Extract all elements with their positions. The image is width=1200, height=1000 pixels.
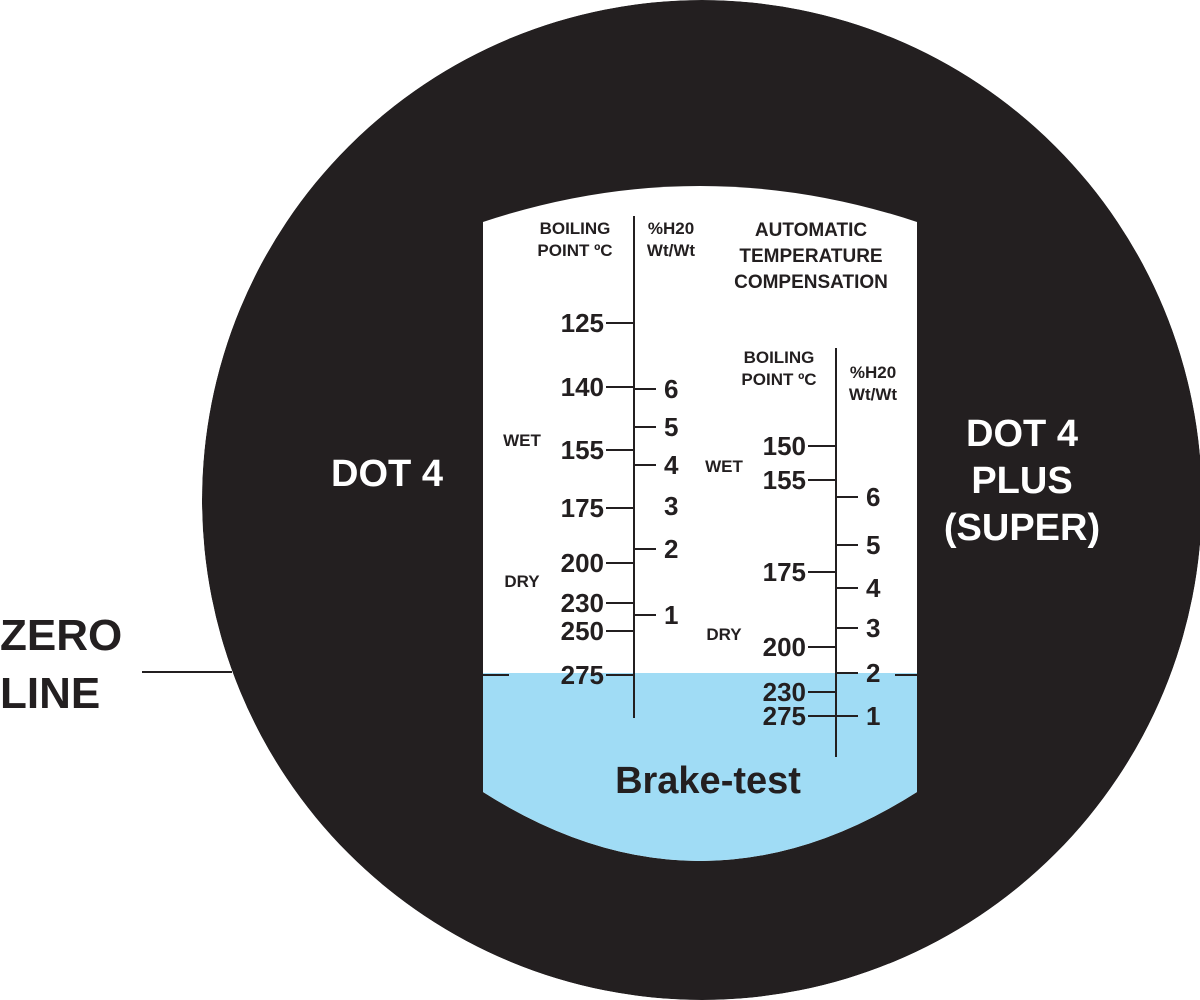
dot4plus-bp-label-150: 150 [763, 431, 806, 461]
dot4-bp-label-230: 230 [561, 588, 604, 618]
dot4-plus-side-label: DOT 4 PLUS (SUPER) [944, 413, 1100, 549]
dot4-h2o-label-4: 4 [664, 450, 679, 480]
dot4-side-label: DOT 4 [331, 453, 443, 495]
dot4-wet-label: WET [503, 431, 541, 450]
dot4-bp-label-275: 275 [561, 660, 604, 690]
dot4-plus-side-label-line-1: DOT 4 [966, 413, 1078, 455]
dot4-h2o-label-2: 2 [664, 534, 678, 564]
dot4-h2o-header-line-2: Wt/Wt [647, 241, 695, 260]
dot4plus-h2o-label-4: 4 [866, 573, 881, 603]
dot4-h2o-label-3: 3 [664, 491, 678, 521]
dot4-h2o-label-5: 5 [664, 412, 678, 442]
dot4plus-h2o-label-1: 1 [866, 701, 880, 731]
atc-note: AUTOMATIC TEMPERATURE COMPENSATION [734, 220, 888, 293]
dot4plus-dry-label: DRY [706, 625, 742, 644]
dot4-bp-label-250: 250 [561, 616, 604, 646]
dot4plus-h2o-label-6: 6 [866, 482, 880, 512]
dot4plus-bp-label-230: 230 [763, 677, 806, 707]
zero-line-label: ZERO LINE [0, 611, 122, 718]
dot4plus-h2o-header-line-2: Wt/Wt [849, 385, 897, 404]
liquid-area [483, 673, 917, 861]
dot4-bp-header-line-2: POINT ºC [537, 241, 612, 260]
dot4-h2o-label-6: 6 [664, 374, 678, 404]
zero-line-label-line-2: LINE [0, 669, 100, 718]
dot4-bp-label-125: 125 [561, 308, 604, 338]
dot4-plus-scale: BOILING POINT ºC %H20 Wt/Wt WET DRY 1501… [705, 348, 897, 757]
dot4plus-h2o-header-line-1: %H20 [850, 363, 896, 382]
dot4-h2o-label-1: 1 [664, 600, 678, 630]
dot4-water-ticks: 6 5 4 3 2 1 [634, 374, 679, 630]
dot4-scale: BOILING POINT ºC %H20 Wt/Wt WET DRY 1251… [503, 216, 695, 718]
dot4plus-h2o-label-2: 2 [866, 658, 880, 688]
dot4-dry-label: DRY [504, 572, 540, 591]
dot4-plus-side-label-line-2: PLUS [971, 460, 1072, 502]
dot4-bp-header-line-1: BOILING [540, 219, 611, 238]
dot4plus-wet-label: WET [705, 457, 743, 476]
dot4plus-bp-label-155: 155 [763, 465, 806, 495]
dot4-bp-label-175: 175 [561, 493, 604, 523]
dot4-bp-label-140: 140 [561, 372, 604, 402]
dot4plus-bp-header-line-2: POINT ºC [741, 370, 816, 389]
dot4-plus-side-label-line-3: (SUPER) [944, 507, 1100, 549]
zero-line-label-line-1: ZERO [0, 611, 122, 660]
dot4plus-h2o-label-3: 3 [866, 613, 880, 643]
dot4plus-bp-header-line-1: BOILING [744, 348, 815, 367]
dot4-bp-label-200: 200 [561, 548, 604, 578]
dot4plus-bp-label-200: 200 [763, 632, 806, 662]
dot4-h2o-header-line-1: %H20 [648, 219, 694, 238]
dot4plus-bp-label-175: 175 [763, 557, 806, 587]
dot4plus-h2o-label-5: 5 [866, 530, 880, 560]
atc-note-line-2: TEMPERATURE [739, 246, 882, 267]
brand-logo-text: Brake-test [615, 760, 801, 802]
atc-note-line-1: AUTOMATIC [755, 220, 868, 241]
dot4plus-water-ticks: 6 5 4 3 2 1 [836, 482, 881, 731]
dot4-bp-label-155: 155 [561, 435, 604, 465]
dot4plus-bp-label-275: 275 [763, 701, 806, 731]
atc-note-line-3: COMPENSATION [734, 272, 888, 293]
